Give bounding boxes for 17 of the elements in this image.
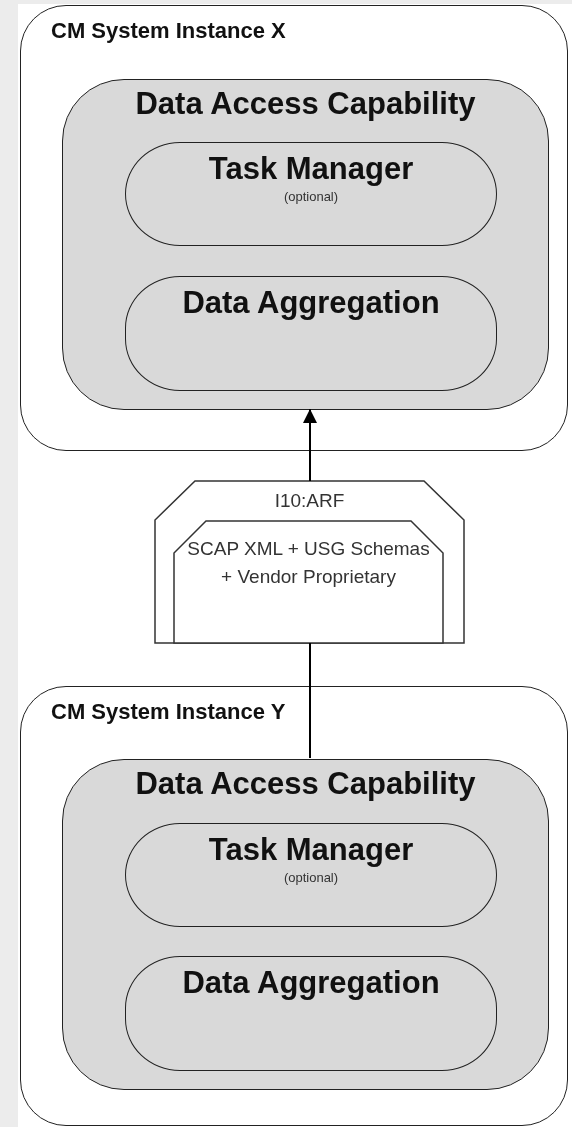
package-text: SCAP XML + USG Schemas + Vendor Proprietary (186, 537, 431, 589)
component-label: Data Aggregation (182, 965, 440, 1001)
component-label: Task Manager (208, 151, 414, 187)
package-label: I10:ARF (274, 489, 345, 513)
component-label: Task Manager (208, 832, 414, 868)
box-title: Data Access Capability (135, 766, 476, 802)
box-title: Data Access Capability (135, 86, 476, 122)
arrow (303, 408, 317, 482)
system-frame (20, 686, 568, 1126)
note-text: (optional) (283, 870, 339, 885)
component-label: Data Aggregation (182, 285, 440, 321)
frame-title: CM System Instance Y (51, 699, 286, 725)
note-text: (optional) (283, 189, 339, 204)
capability-box (62, 759, 549, 1090)
frame-title: CM System Instance X (51, 18, 286, 44)
system-frame (20, 5, 568, 451)
capability-box (62, 79, 549, 410)
